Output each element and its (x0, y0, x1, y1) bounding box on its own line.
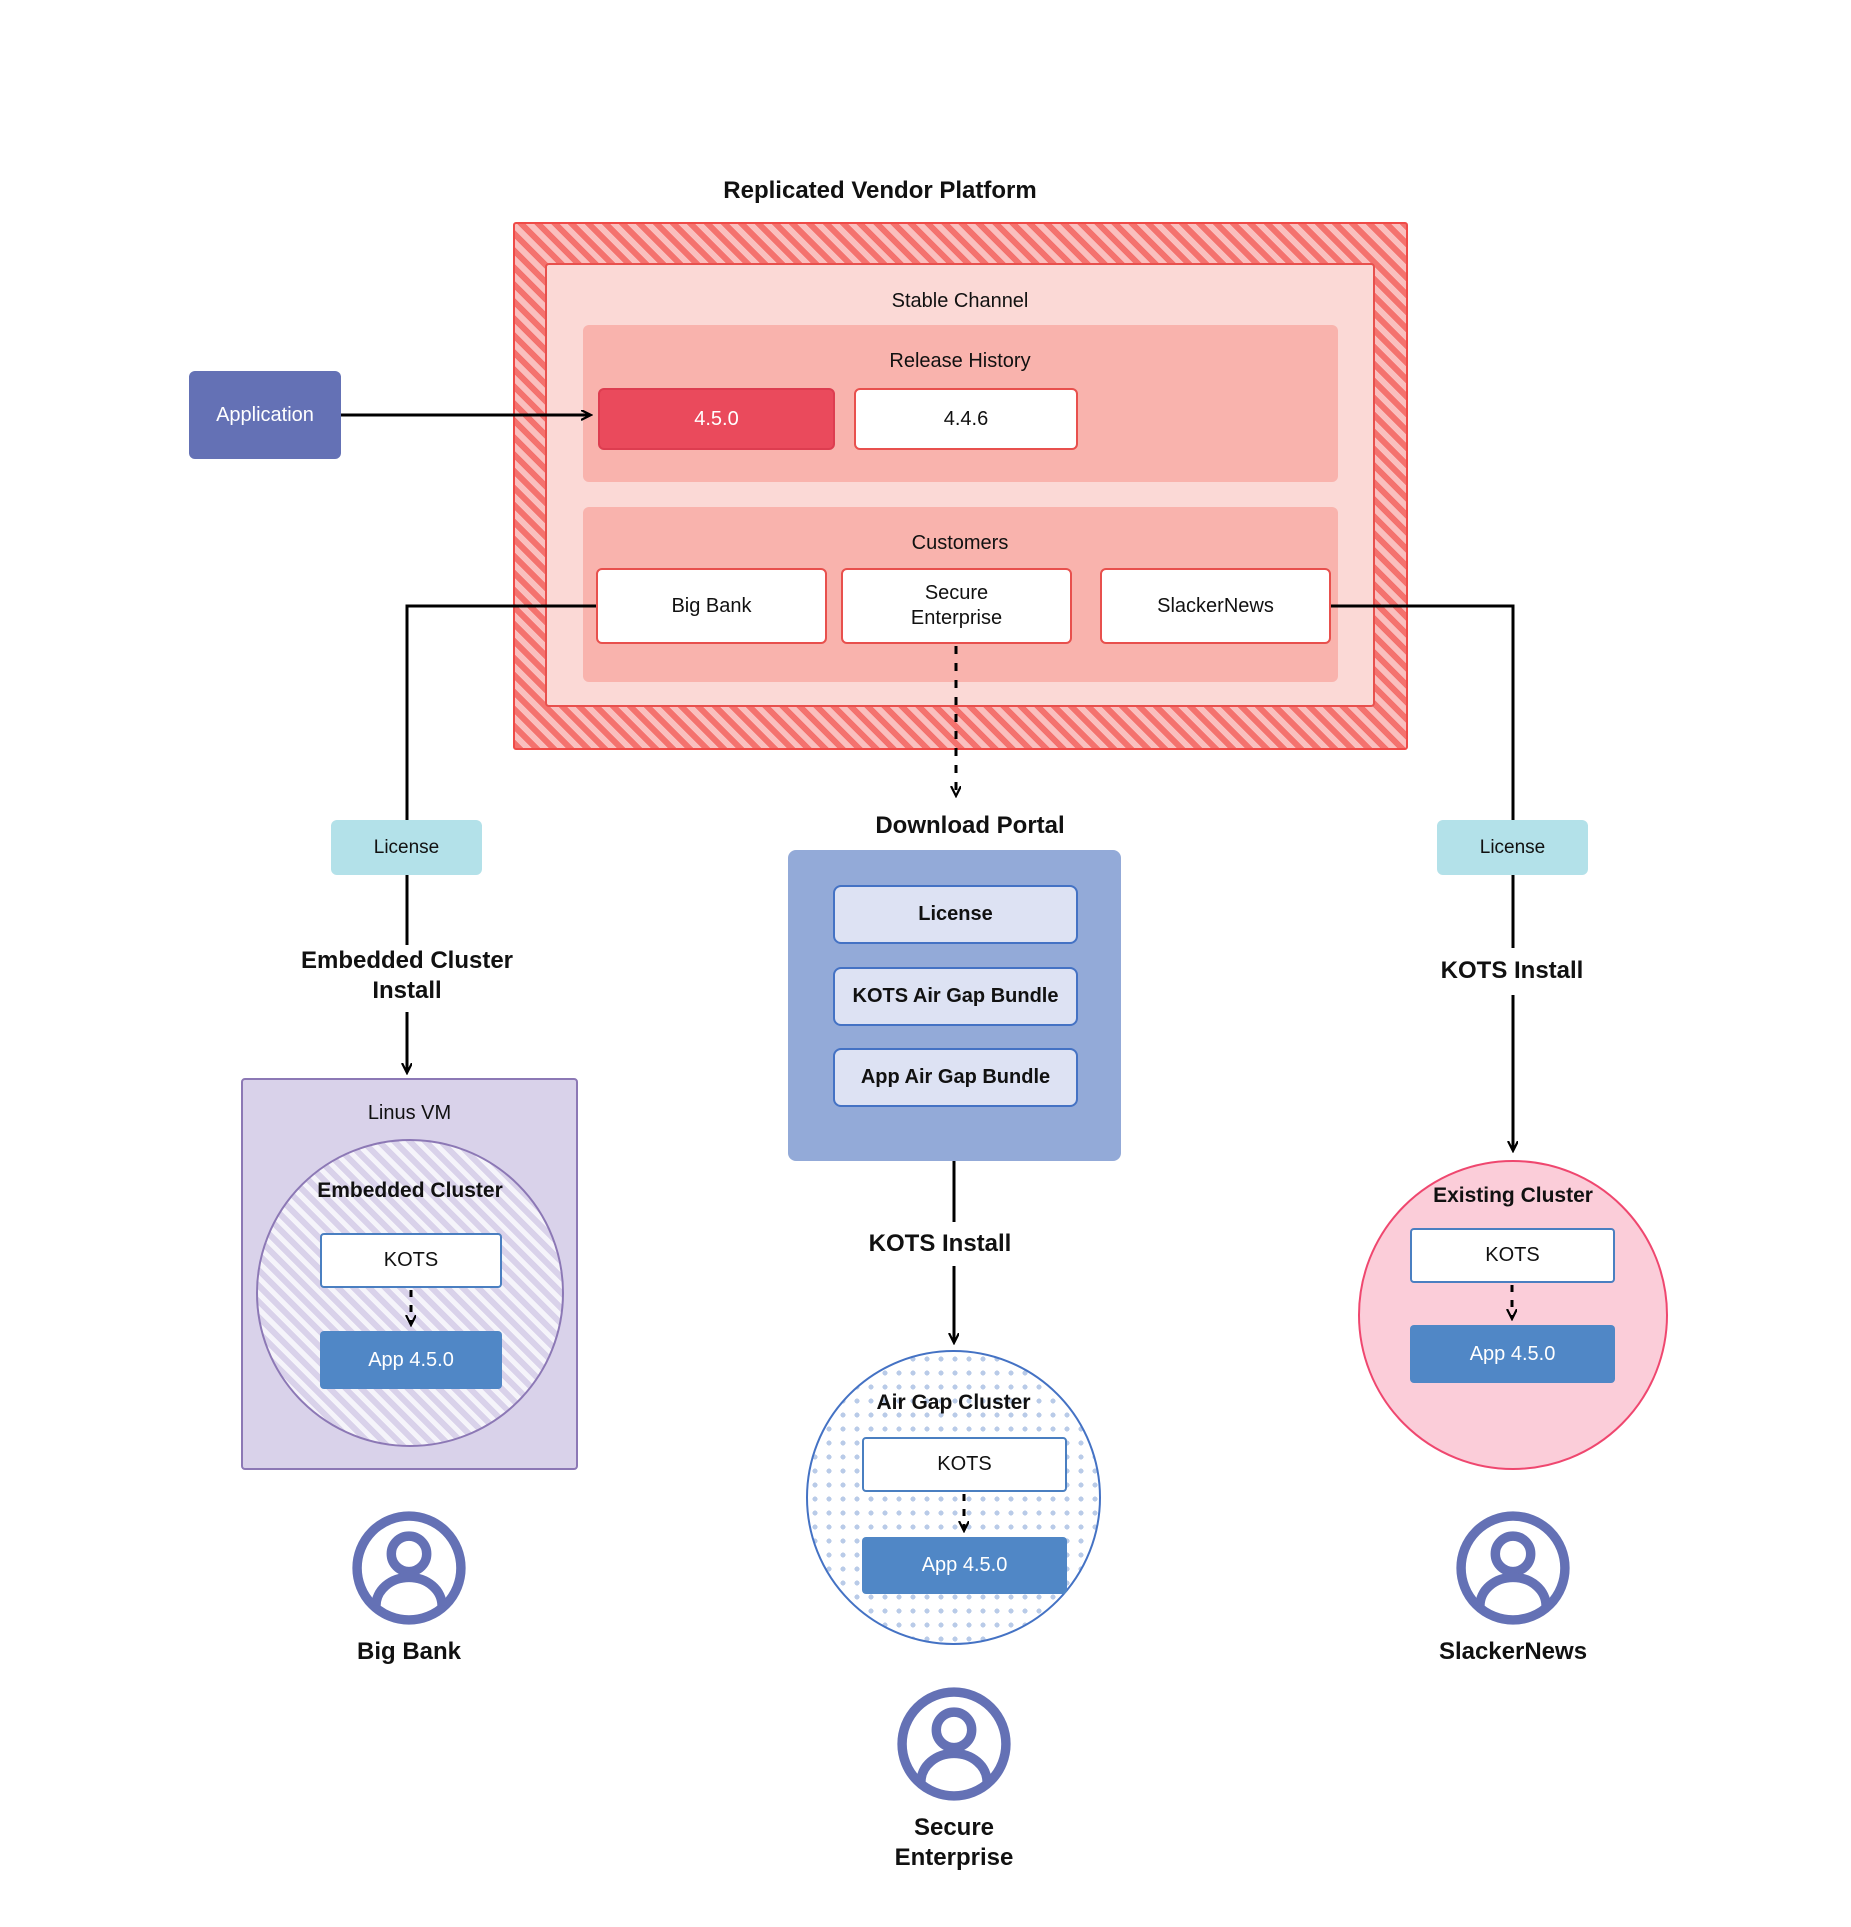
portal-item-license[interactable]: License (833, 885, 1078, 944)
portal-item-kots-air-gap-bundle[interactable]: KOTS Air Gap Bundle (833, 967, 1078, 1026)
license-chip-right[interactable]: License (1437, 820, 1588, 875)
user-avatar-icon (897, 1687, 1011, 1801)
existing-cluster-kots-box[interactable]: KOTS (1410, 1228, 1615, 1283)
license-chip-left[interactable]: License (331, 820, 482, 875)
customer-secure-enterprise[interactable]: Secure Enterprise (841, 568, 1072, 644)
page-title: Replicated Vendor Platform (723, 177, 1037, 204)
embedded-cluster-label: Embedded Cluster (317, 1178, 503, 1202)
release-4-4-6[interactable]: 4.4.6 (854, 388, 1078, 450)
install-label-kots-center: KOTS Install (868, 1230, 1012, 1257)
customer-secure-enterprise-label: Secure Enterprise (910, 582, 1003, 629)
air-gap-cluster-label: Air Gap Cluster (876, 1390, 1031, 1414)
persona-label-slackernews: SlackerNews (1438, 1638, 1588, 1665)
stable-channel-label: Stable Channel (891, 289, 1029, 312)
user-avatar-icon (1456, 1511, 1570, 1625)
persona-label-secure-enterprise: Secure Enterprise (894, 1814, 1014, 1871)
avatar-secure-enterprise (895, 1685, 1013, 1803)
embedded-cluster-kots-box[interactable]: KOTS (320, 1233, 502, 1288)
customers-label: Customers (911, 531, 1009, 554)
persona-label-big-bank: Big Bank (356, 1638, 461, 1665)
avatar-big-bank (350, 1509, 468, 1627)
user-avatar-icon (352, 1511, 466, 1625)
release-4-5-0[interactable]: 4.5.0 (598, 388, 835, 450)
customer-big-bank[interactable]: Big Bank (596, 568, 827, 644)
linux-vm-label: Linus VM (367, 1101, 452, 1124)
existing-cluster-label: Existing Cluster (1433, 1183, 1593, 1207)
avatar-slackernews (1454, 1509, 1572, 1627)
release-history-label: Release History (889, 349, 1031, 372)
existing-cluster-app-box[interactable]: App 4.5.0 (1410, 1325, 1615, 1383)
air-gap-cluster-app-box[interactable]: App 4.5.0 (862, 1537, 1067, 1594)
air-gap-cluster-kots-box[interactable]: KOTS (862, 1437, 1067, 1492)
embedded-cluster-app-box[interactable]: App 4.5.0 (320, 1331, 502, 1389)
install-label-embedded-cluster: Embedded Cluster Install (300, 947, 514, 1004)
download-portal-title: Download Portal (875, 812, 1065, 839)
portal-item-app-air-gap-bundle[interactable]: App Air Gap Bundle (833, 1048, 1078, 1107)
air-gap-cluster-circle (806, 1350, 1101, 1645)
install-label-kots-right: KOTS Install (1440, 957, 1584, 984)
customer-slackernews[interactable]: SlackerNews (1100, 568, 1331, 644)
application-box[interactable]: Application (189, 371, 341, 459)
